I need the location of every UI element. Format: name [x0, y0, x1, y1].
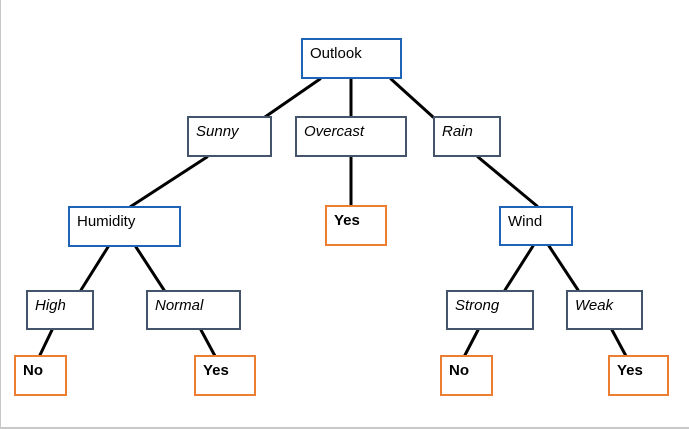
edge-strong-no [463, 328, 480, 357]
frame-left-border [0, 0, 1, 429]
normal-yes-leaf: Yes [194, 355, 256, 396]
edge-wind-strong [503, 244, 535, 292]
strong-no-label: No [449, 362, 469, 379]
overcast-branch: Overcast [295, 116, 407, 157]
wind-node: Wind [499, 206, 573, 246]
edge-rain-wind [476, 155, 539, 208]
overcast-label: Overcast [304, 123, 365, 140]
high-no-leaf: No [14, 355, 67, 396]
normal-yes-label: Yes [203, 362, 229, 379]
wind-label: Wind [508, 213, 543, 230]
high-label: High [35, 297, 66, 314]
humidity-node: Humidity [68, 206, 181, 247]
edge-outlook-sunny [263, 77, 322, 119]
overcast-yes-label: Yes [334, 212, 360, 229]
sunny-branch: Sunny [187, 116, 272, 157]
edge-humidity-high [79, 245, 110, 292]
edge-humidity-normal [134, 245, 166, 292]
frame-bottom-border [0, 427, 689, 429]
sunny-label: Sunny [196, 123, 239, 140]
high-branch: High [26, 290, 94, 330]
normal-label: Normal [155, 297, 204, 314]
humidity-label: Humidity [77, 213, 136, 230]
normal-branch: Normal [146, 290, 241, 330]
weak-branch: Weak [566, 290, 643, 330]
strong-no-leaf: No [440, 355, 493, 396]
overcast-yes-leaf: Yes [325, 205, 387, 246]
outlook-label: Outlook [310, 45, 362, 62]
high-no-label: No [23, 362, 43, 379]
strong-label: Strong [455, 297, 500, 314]
edge-wind-weak [547, 244, 580, 292]
edge-weak-yes [610, 328, 628, 358]
rain-branch: Rain [433, 116, 501, 157]
weak-label: Weak [575, 297, 614, 314]
strong-branch: Strong [446, 290, 534, 330]
edge-high-no [38, 328, 54, 357]
outlook-node: Outlook [301, 38, 402, 79]
edge-normal-yes [199, 328, 217, 358]
weak-yes-leaf: Yes [608, 355, 669, 396]
edge-sunny-humidity [128, 155, 209, 209]
rain-label: Rain [442, 123, 473, 140]
edge-outlook-rain [389, 77, 435, 119]
weak-yes-label: Yes [617, 362, 643, 379]
